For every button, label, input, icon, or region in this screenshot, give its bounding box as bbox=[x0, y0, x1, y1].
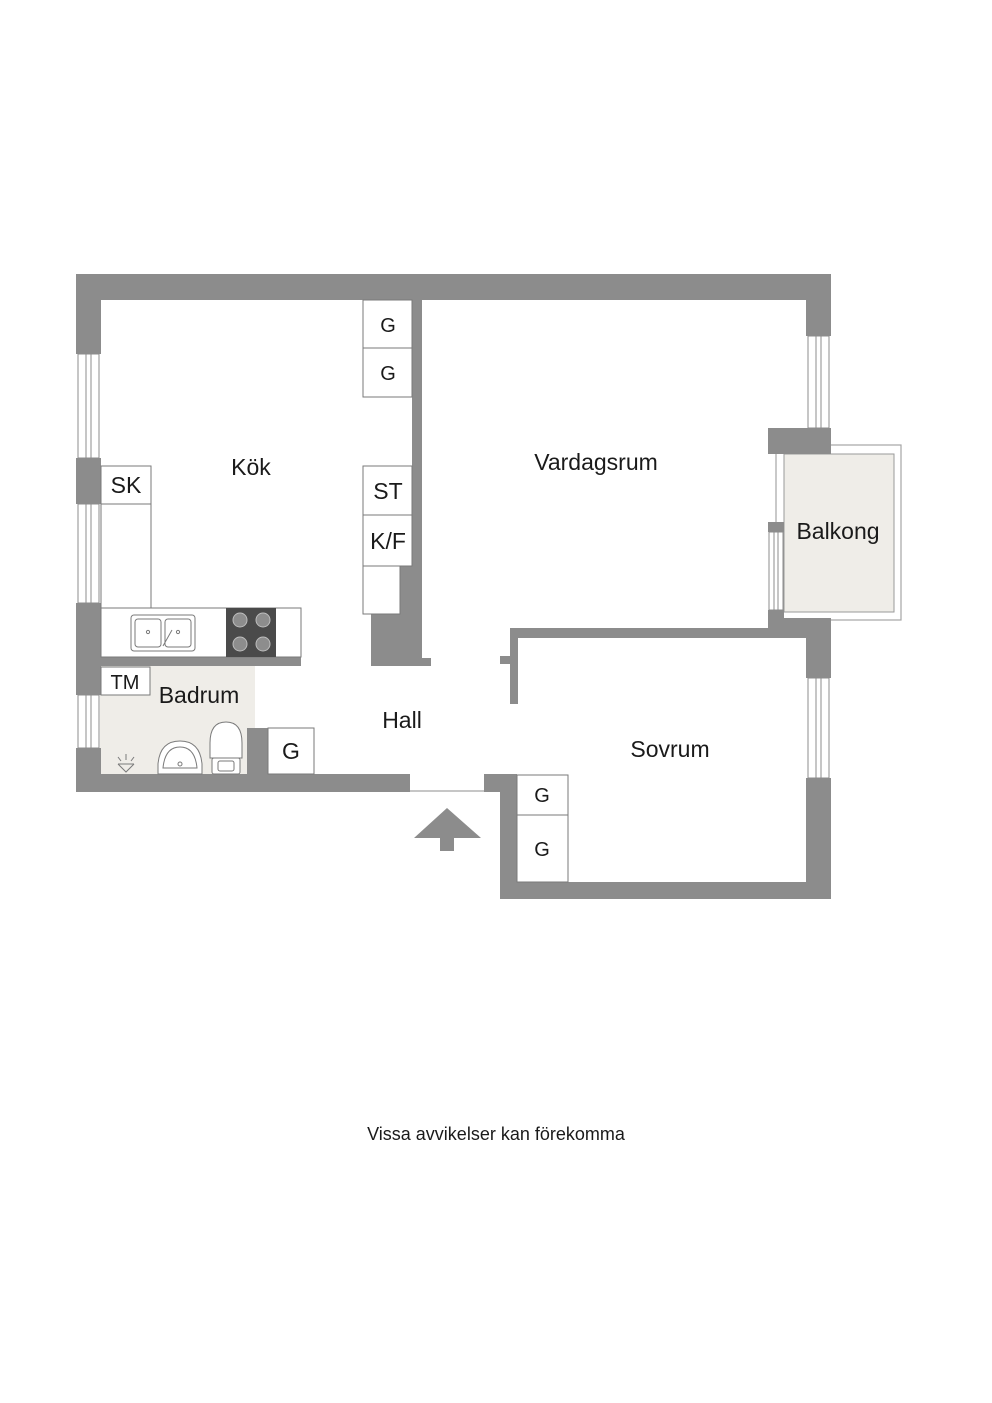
washing-machine bbox=[100, 666, 151, 696]
label-stove-cabinet: ST bbox=[373, 478, 402, 504]
washbasin-icon bbox=[157, 740, 203, 775]
label-cleaning-cabinet: SK bbox=[111, 472, 142, 498]
room-label-kok: Kök bbox=[231, 454, 271, 480]
room-label-sovrum: Sovrum bbox=[630, 736, 709, 762]
toilet-icon bbox=[209, 721, 243, 775]
room-label-badrum: Badrum bbox=[159, 682, 240, 708]
fridge-freezer bbox=[362, 514, 413, 567]
label-hall-wardrobe: G bbox=[282, 738, 300, 764]
label-bedroom-wardrobe-1: G bbox=[534, 785, 550, 807]
cleaning-cabinet bbox=[100, 465, 152, 505]
room-label-balkong: Balkong bbox=[796, 518, 879, 544]
kitchen-wardrobe-top bbox=[362, 299, 413, 349]
disclaimer-text: Vissa avvikelser kan förekomma bbox=[367, 1124, 625, 1144]
bedroom-wardrobe-bottom bbox=[516, 814, 569, 883]
hall-wardrobe bbox=[267, 727, 315, 775]
label-fridge-freezer: K/F bbox=[370, 528, 406, 554]
balcony-railing bbox=[783, 453, 895, 613]
label-kitchen-wardrobe-1: G bbox=[380, 315, 396, 337]
kitchen-counter-end bbox=[362, 565, 401, 615]
stove-cabinet bbox=[362, 465, 413, 516]
shower-icon bbox=[117, 754, 135, 773]
label-bedroom-wardrobe-2: G bbox=[534, 839, 550, 861]
room-label-hall: Hall bbox=[382, 707, 422, 733]
bedroom-wardrobe-top bbox=[516, 774, 569, 816]
kitchen-sink-icon bbox=[130, 614, 196, 652]
cooktop-icon bbox=[226, 608, 276, 657]
kitchen-side-counter bbox=[100, 503, 152, 609]
entrance-arrow-icon bbox=[414, 808, 481, 851]
balcony-floor bbox=[784, 454, 894, 612]
windows bbox=[77, 335, 830, 779]
kitchen-cabinets bbox=[100, 299, 413, 658]
walls bbox=[76, 274, 831, 899]
room-label-vardagsrum: Vardagsrum bbox=[534, 449, 658, 475]
label-washing-machine: TM bbox=[111, 672, 140, 694]
label-kitchen-wardrobe-2: G bbox=[380, 363, 396, 385]
kitchen-wardrobe-bottom bbox=[362, 347, 413, 398]
